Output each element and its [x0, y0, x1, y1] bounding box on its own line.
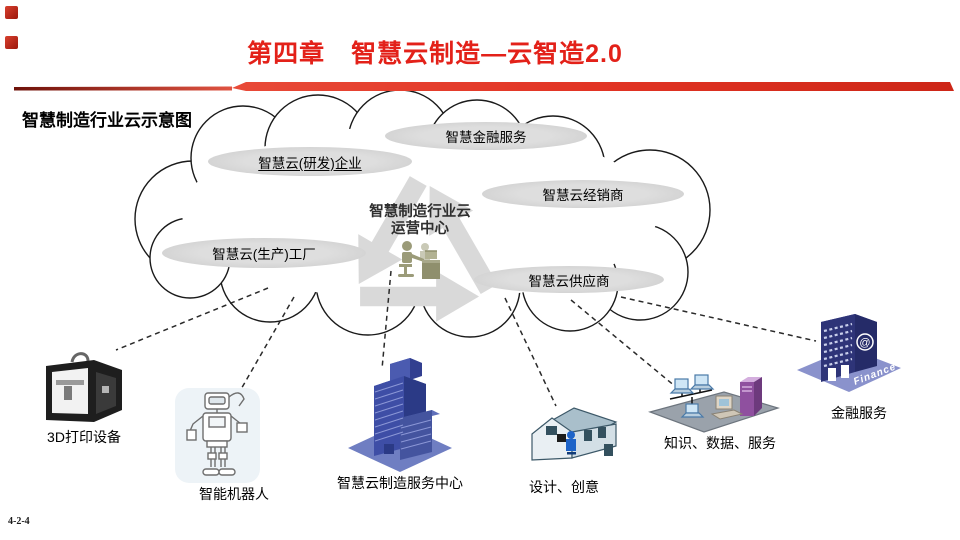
printer-3d-icon — [46, 352, 122, 422]
cloud-center-label: 智慧制造行业云 运营中心 — [340, 204, 500, 238]
cloud-node-label: 智慧云(生产)工厂 — [212, 247, 316, 262]
label-knowledge-data-service: 知识、数据、服务 — [664, 435, 776, 451]
computer-network-icon — [648, 374, 780, 433]
connector-dashed-line — [570, 299, 677, 388]
cloud-node-finance-service: 智慧金融服务 — [385, 122, 587, 150]
title-divider-bar — [14, 82, 954, 91]
connector-dashed-line — [620, 296, 817, 342]
finance-bank-icon: @ Finance — [797, 314, 901, 392]
label-3d-printer: 3D打印设备 — [47, 429, 121, 445]
connector-dashed-line — [504, 297, 557, 407]
decor-square-bottom — [5, 36, 18, 49]
recycle-arrows-icon — [358, 176, 498, 322]
bank-at-logo: @ — [859, 337, 870, 349]
label-design: 设计、创意 — [529, 479, 599, 495]
decor-square-top — [5, 6, 18, 19]
cloud-center-label-line2: 运营中心 — [391, 221, 449, 237]
cloud-node-rd-enterprise: 智慧云(研发)企业 — [208, 147, 412, 176]
cloud-node-dealer: 智慧云经销商 — [482, 180, 684, 208]
cloud-node-label: 智慧云供应商 — [528, 273, 610, 289]
connector-dashed-line — [381, 270, 392, 370]
cloud-node-label: 智慧云(研发)企业 — [258, 155, 362, 171]
connector-dashed-line — [239, 296, 295, 392]
diagram-subtitle: 智慧制造行业云示意图 — [22, 111, 192, 130]
service-center-building-icon — [348, 358, 452, 472]
cloud-node-production-factory: 智慧云(生产)工厂 — [162, 238, 366, 268]
label-finance: 金融服务 — [831, 405, 887, 421]
page-title: 第四章 智慧云制造—云智造2.0 — [247, 40, 623, 68]
cloud-node-supplier: 智慧云供应商 — [474, 266, 664, 293]
page-number: 4-2-4 — [8, 516, 30, 527]
operator-at-desk-icon — [398, 241, 440, 279]
cloud-node-label: 智慧金融服务 — [445, 130, 527, 145]
label-service-center: 智慧云制造服务中心 — [337, 475, 463, 491]
cloud-center-label-line1: 智慧制造行业云 — [369, 204, 471, 220]
robot-icon — [175, 388, 260, 483]
connector-dashed-line — [115, 287, 269, 351]
cloud-node-label: 智慧云经销商 — [542, 188, 624, 203]
design-house-icon — [531, 407, 618, 461]
label-robot: 智能机器人 — [199, 486, 269, 502]
